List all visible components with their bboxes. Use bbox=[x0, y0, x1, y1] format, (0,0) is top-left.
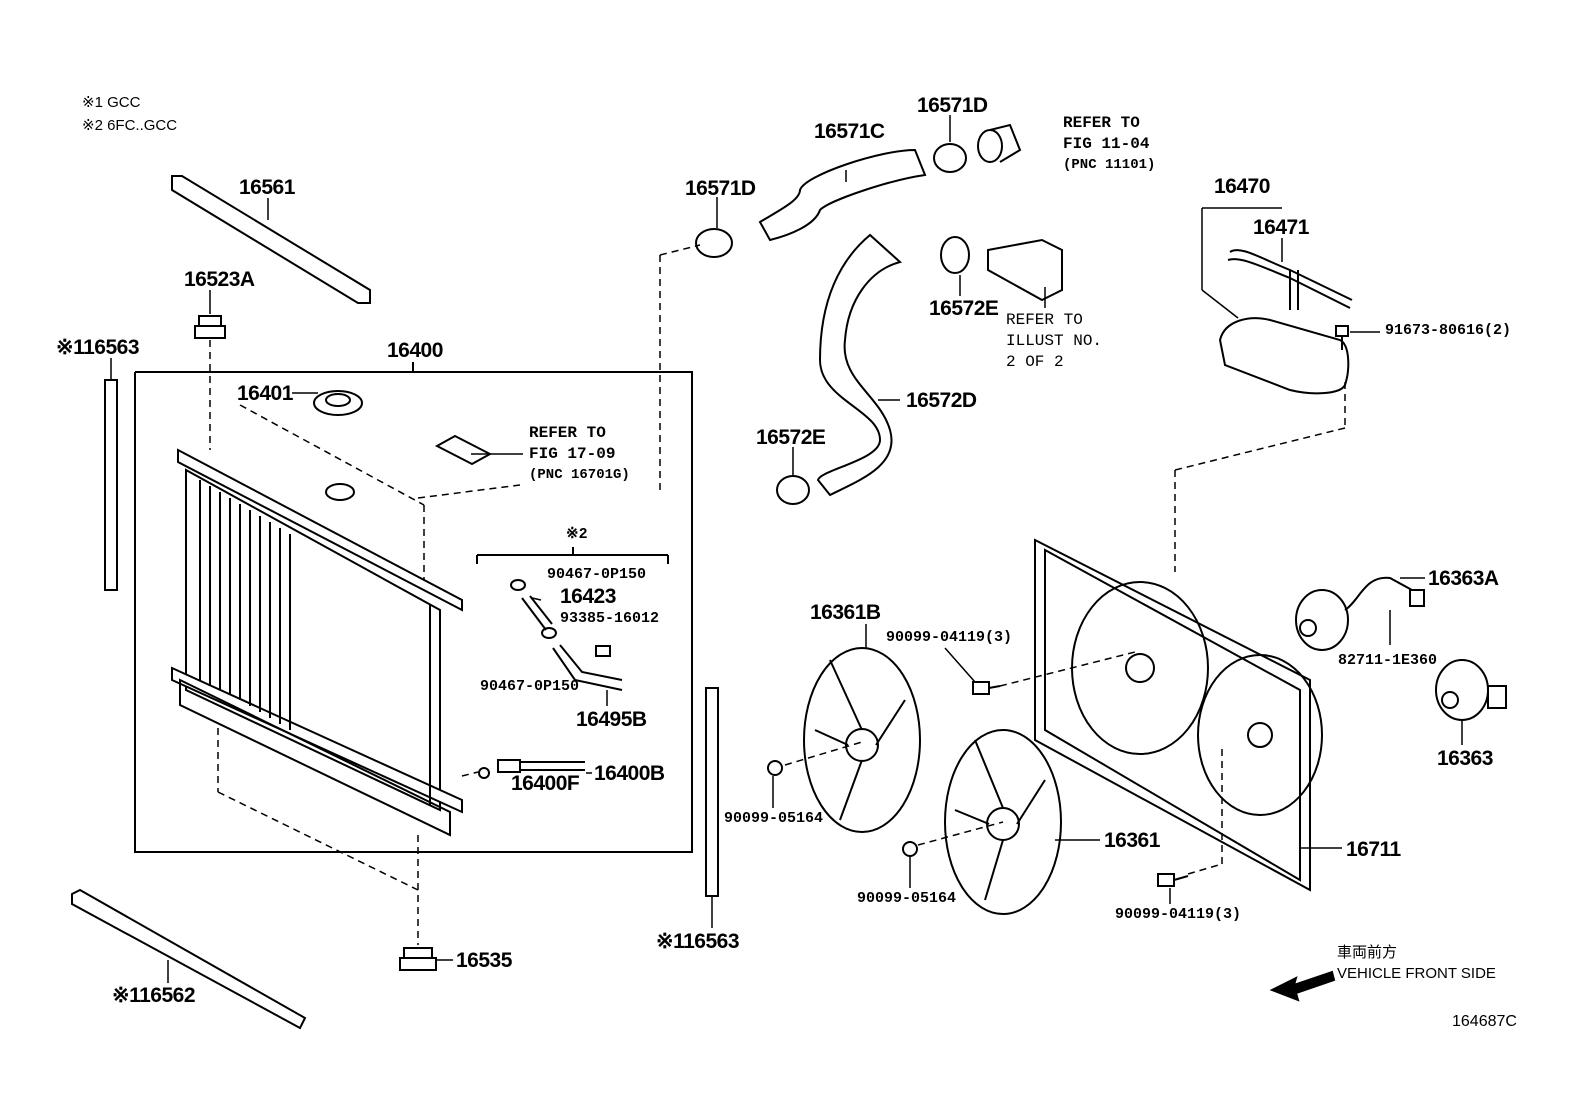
clamp-16572E-top bbox=[940, 236, 970, 274]
inlet-fitting bbox=[987, 238, 1063, 302]
seal-strip-16561 bbox=[171, 175, 371, 304]
refer-line: REFER TO bbox=[1006, 311, 1083, 329]
part-90467-0P150-b[interactable]: 90467-0P150 bbox=[480, 678, 580, 695]
part-16361[interactable]: 16361 bbox=[1104, 829, 1160, 852]
cushion-16523A bbox=[194, 315, 226, 339]
radiator-core bbox=[171, 448, 463, 837]
part-16711[interactable]: 16711 bbox=[1346, 838, 1401, 861]
note-sub2: ※2 bbox=[566, 526, 588, 543]
part-16572E-top[interactable]: 16572E bbox=[929, 297, 999, 320]
drain-parts bbox=[476, 547, 669, 691]
part-16571D-top[interactable]: 16571D bbox=[917, 94, 988, 117]
seal-16563-right bbox=[705, 687, 719, 897]
part-16535[interactable]: 16535 bbox=[456, 949, 512, 972]
part-16523A[interactable]: 16523A bbox=[184, 268, 255, 291]
seal-16562 bbox=[71, 888, 307, 1030]
refer-line: REFER TO bbox=[1063, 114, 1140, 132]
reservoir-16470 bbox=[1218, 249, 1353, 395]
motor-16363 bbox=[1435, 659, 1507, 721]
part-91673-80616[interactable]: 91673-80616(2) bbox=[1385, 322, 1512, 339]
outlet-fitting bbox=[977, 123, 1022, 163]
assembly-box-16400 bbox=[134, 371, 693, 853]
refer-fig-11-04[interactable]: REFER TO FIG 11-04 (PNC 11101) bbox=[1063, 113, 1155, 176]
part-90099-04119-bottom[interactable]: 90099-04119(3) bbox=[1115, 906, 1242, 923]
part-16572E-left[interactable]: 16572E bbox=[756, 426, 826, 449]
dashed-lines bbox=[209, 244, 1346, 945]
part-16563-right[interactable]: ※116563 bbox=[656, 930, 740, 953]
note-gcc: ※1 GCC bbox=[82, 94, 141, 111]
part-16363[interactable]: 16363 bbox=[1437, 747, 1493, 770]
refer-illust-2[interactable]: REFER TO ILLUST NO. 2 OF 2 bbox=[1006, 310, 1102, 373]
hose-16572D bbox=[816, 233, 903, 497]
part-16563-left[interactable]: ※116563 bbox=[56, 336, 140, 359]
part-16571D-left[interactable]: 16571D bbox=[685, 177, 756, 200]
refer-line: (PNC 16701G) bbox=[529, 467, 630, 483]
refer-line: FIG 17-09 bbox=[529, 445, 616, 463]
part-16400F[interactable]: 16400F bbox=[511, 772, 580, 795]
part-16361B[interactable]: 16361B bbox=[810, 601, 881, 624]
refer-line: 2 OF 2 bbox=[1006, 353, 1064, 371]
part-16562[interactable]: ※116562 bbox=[112, 984, 196, 1007]
fan-shroud-16711 bbox=[1034, 538, 1323, 892]
fan-16361B bbox=[803, 647, 921, 833]
refer-line: ILLUST NO. bbox=[1006, 332, 1103, 350]
note-6fc-gcc: ※2 6FC..GCC bbox=[82, 117, 178, 134]
part-93385-16012[interactable]: 93385-16012 bbox=[560, 610, 660, 627]
part-90467-0P150-a[interactable]: 90467-0P150 bbox=[547, 566, 647, 583]
bolt-91673 bbox=[1335, 325, 1349, 350]
refer-line: REFER TO bbox=[529, 424, 606, 442]
part-90099-05164-left[interactable]: 90099-05164 bbox=[724, 810, 824, 827]
part-16401[interactable]: 16401 bbox=[237, 382, 293, 405]
part-82711-1E360[interactable]: 82711-1E360 bbox=[1338, 652, 1438, 669]
part-16400[interactable]: 16400 bbox=[387, 339, 443, 362]
direction-en: VEHICLE FRONT SIDE bbox=[1337, 965, 1496, 982]
clamp-16571D-left bbox=[695, 228, 733, 258]
radiator-cap-16401 bbox=[313, 390, 363, 416]
front-arrow bbox=[1269, 970, 1336, 1002]
clamp-16571D-top bbox=[933, 143, 967, 173]
cushion-16535 bbox=[399, 947, 437, 971]
drain-cock bbox=[478, 759, 585, 779]
part-16400B[interactable]: 16400B bbox=[594, 762, 665, 785]
hose-16571C bbox=[758, 148, 927, 242]
part-16470[interactable]: 16470 bbox=[1214, 175, 1270, 198]
clamp-16572E-left bbox=[776, 475, 810, 505]
motor-16363A bbox=[1295, 576, 1425, 651]
refer-line: (PNC 11101) bbox=[1063, 157, 1156, 173]
part-16561[interactable]: 16561 bbox=[239, 176, 295, 199]
part-90099-04119-top[interactable]: 90099-04119(3) bbox=[886, 629, 1013, 646]
part-16363A[interactable]: 16363A bbox=[1428, 567, 1499, 590]
seal-16563-left bbox=[104, 379, 118, 591]
figure-code: 164687C bbox=[1452, 1013, 1517, 1030]
part-16471[interactable]: 16471 bbox=[1253, 216, 1309, 239]
part-90099-05164-bottom[interactable]: 90099-05164 bbox=[857, 890, 957, 907]
part-16495B[interactable]: 16495B bbox=[576, 708, 647, 731]
part-16571C[interactable]: 16571C bbox=[814, 120, 885, 143]
part-16572D[interactable]: 16572D bbox=[906, 389, 977, 412]
refer-fig-17-09[interactable]: REFER TO FIG 17-09 (PNC 16701G) bbox=[529, 423, 630, 486]
refer-line: FIG 11-04 bbox=[1063, 135, 1150, 153]
part-16423[interactable]: 16423 bbox=[560, 585, 616, 608]
leader-lines bbox=[110, 115, 1463, 983]
fan-16361 bbox=[944, 729, 1062, 915]
direction-jp: 車両前方 bbox=[1337, 944, 1398, 961]
